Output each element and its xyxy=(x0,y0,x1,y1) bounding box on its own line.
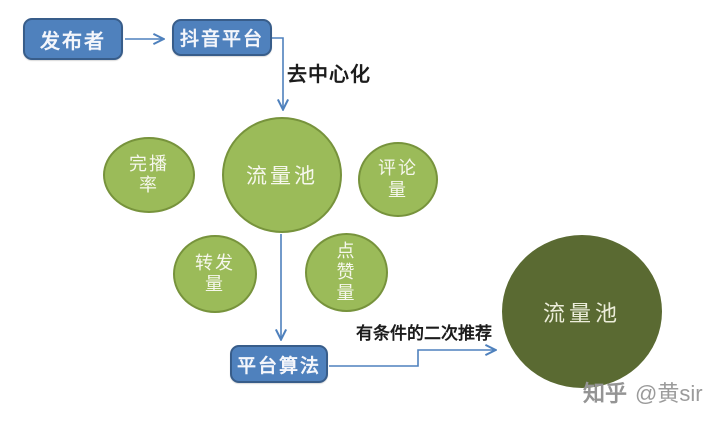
node-comment-count: 评论 量 xyxy=(358,142,438,217)
node-douyin-platform-label: 抖音平台 xyxy=(179,29,264,50)
node-next-traffic-pool-label: 流量池 xyxy=(542,300,621,326)
node-completion-rate: 完播 率 xyxy=(103,137,195,213)
conditional-recommendation-label: 有条件的二次推荐 xyxy=(356,324,492,343)
decentralization-label: 去中心化 xyxy=(287,64,371,86)
watermark-author: @黄sir xyxy=(635,381,703,406)
connector-platform-to-traffic-pool xyxy=(272,37,283,109)
node-traffic-pool: 流量池 xyxy=(222,117,342,233)
node-next-traffic-pool: 流量池 xyxy=(502,235,662,388)
node-platform-algorithm: 平台算法 xyxy=(230,345,328,383)
node-douyin-platform: 抖音平台 xyxy=(172,19,272,56)
node-share-count: 转发 量 xyxy=(173,235,257,313)
node-publisher: 发布者 xyxy=(23,18,123,60)
node-publisher-label: 发布者 xyxy=(40,30,106,53)
connector-algorithm-to-next-pool xyxy=(329,350,495,367)
zhihu-logo-text: 知乎 xyxy=(583,381,628,406)
node-completion-rate-label: 完播 率 xyxy=(129,153,169,195)
node-like-count-label: 点 赞 量 xyxy=(336,240,357,304)
node-comment-count-label: 评论 量 xyxy=(378,158,418,200)
node-share-count-label: 转发 量 xyxy=(195,252,235,294)
node-traffic-pool-label: 流量池 xyxy=(246,165,318,188)
node-platform-algorithm-label: 平台算法 xyxy=(236,355,321,377)
node-like-count: 点 赞 量 xyxy=(305,233,388,312)
watermark: 知乎 @黄sir xyxy=(583,376,703,408)
